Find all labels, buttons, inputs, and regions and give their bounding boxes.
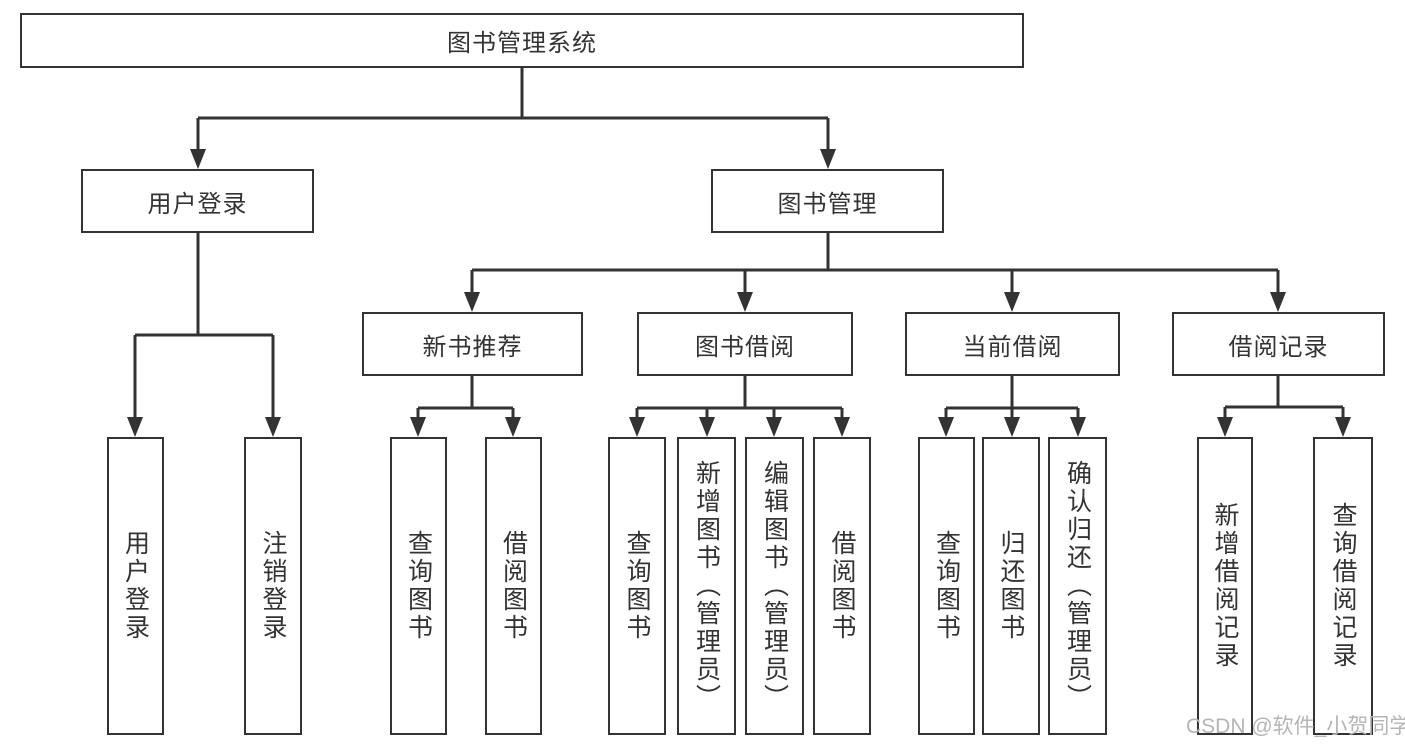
node-root: 图书管理系统	[20, 13, 1024, 68]
node-new-book-rec-label: 新书推荐	[422, 333, 523, 361]
node-book-mgmt-label: 图书管理	[777, 190, 878, 218]
node-borrow-records-label: 借阅记录	[1228, 333, 1329, 361]
leaf-current-query-book-label: 查询图书	[932, 530, 961, 642]
connector-bookborrow-to-leaves	[635, 376, 844, 423]
leaf-user-login: 用户登录	[107, 437, 164, 735]
connector-userlogin-to-leaves	[133, 233, 275, 423]
leaf-borrow-query-book: 查询图书	[608, 437, 666, 735]
connector-bookmgmt-to-level3	[470, 233, 1280, 298]
node-current-borrow-label: 当前借阅	[962, 333, 1063, 361]
leaf-return-book: 归还图书	[982, 437, 1040, 735]
leaf-borrow-query-book-label: 查询图书	[623, 530, 651, 642]
node-user-login-label: 用户登录	[147, 190, 248, 218]
leaf-borrow-book-label: 借阅图书	[828, 530, 856, 642]
node-book-mgmt: 图书管理	[711, 169, 944, 233]
leaf-current-query-book: 查询图书	[918, 437, 975, 735]
node-new-book-rec: 新书推荐	[362, 312, 583, 376]
node-borrow-records: 借阅记录	[1172, 312, 1385, 376]
leaf-rec-query-book: 查询图书	[390, 437, 447, 735]
leaf-borrow-book: 借阅图书	[813, 437, 871, 735]
leaf-query-borrow-record: 查询借阅记录	[1313, 437, 1373, 735]
arrowheads	[127, 149, 1351, 437]
leaf-confirm-return-admin: 确认归还（管理员）	[1048, 437, 1107, 735]
leaf-add-book-admin-label: 新增图书（管理员）	[692, 460, 721, 712]
csdn-watermark: CSDN @软件_小贺同学	[1186, 715, 1405, 738]
leaf-rec-borrow-book-label: 借阅图书	[499, 530, 528, 642]
leaf-add-book-admin: 新增图书（管理员）	[677, 437, 736, 735]
leaf-query-borrow-record-label: 查询借阅记录	[1329, 502, 1357, 670]
leaf-rec-borrow-book: 借阅图书	[485, 437, 542, 735]
leaf-edit-book-admin-label: 编辑图书（管理员）	[760, 460, 789, 712]
node-root-label: 图书管理系统	[447, 30, 597, 57]
connector-root-to-level2	[196, 68, 830, 155]
leaf-logout: 注销登录	[244, 437, 302, 735]
leaf-edit-book-admin: 编辑图书（管理员）	[745, 437, 804, 735]
leaf-rec-query-book-label: 查询图书	[404, 530, 433, 642]
connector-newbookrec-to-leaves	[416, 376, 515, 423]
connector-borrowrecords-to-leaves	[1223, 376, 1345, 423]
leaf-return-book-label: 归还图书	[997, 530, 1025, 642]
leaf-add-borrow-record-label: 新增借阅记录	[1211, 502, 1239, 670]
node-book-borrow: 图书借阅	[637, 312, 853, 376]
leaf-user-login-label: 用户登录	[121, 530, 150, 642]
node-user-login: 用户登录	[81, 169, 314, 233]
leaf-confirm-return-admin-label: 确认归还（管理员）	[1063, 460, 1092, 712]
leaf-logout-label: 注销登录	[259, 530, 287, 642]
node-current-borrow: 当前借阅	[905, 312, 1120, 376]
connector-currentborrow-to-leaves	[944, 376, 1080, 423]
leaf-add-borrow-record: 新增借阅记录	[1197, 437, 1253, 735]
node-book-borrow-label: 图书借阅	[695, 333, 795, 361]
